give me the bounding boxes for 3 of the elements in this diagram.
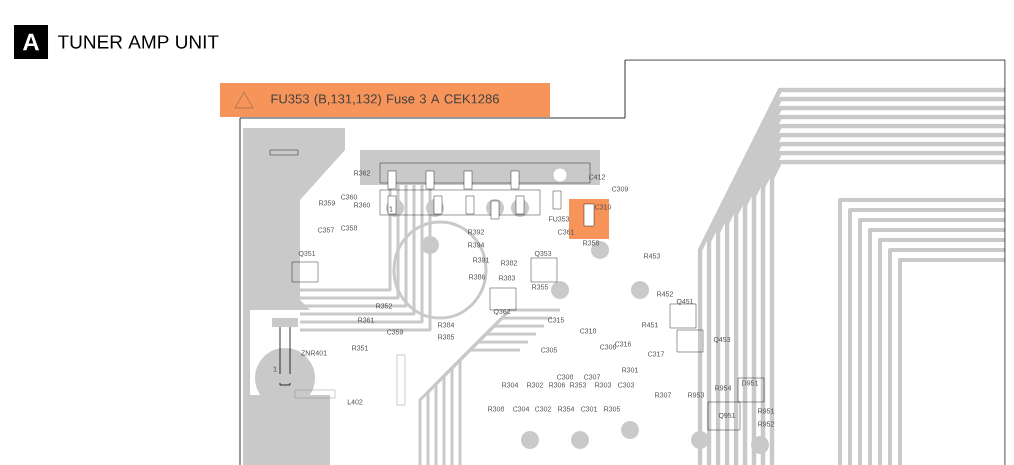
letter-badge: A [14,25,48,59]
title: TUNER AMP UNIT [57,35,219,49]
fuse-banner: FU353 (B,131,132) Fuse 3 A CEK1286 [220,83,550,117]
